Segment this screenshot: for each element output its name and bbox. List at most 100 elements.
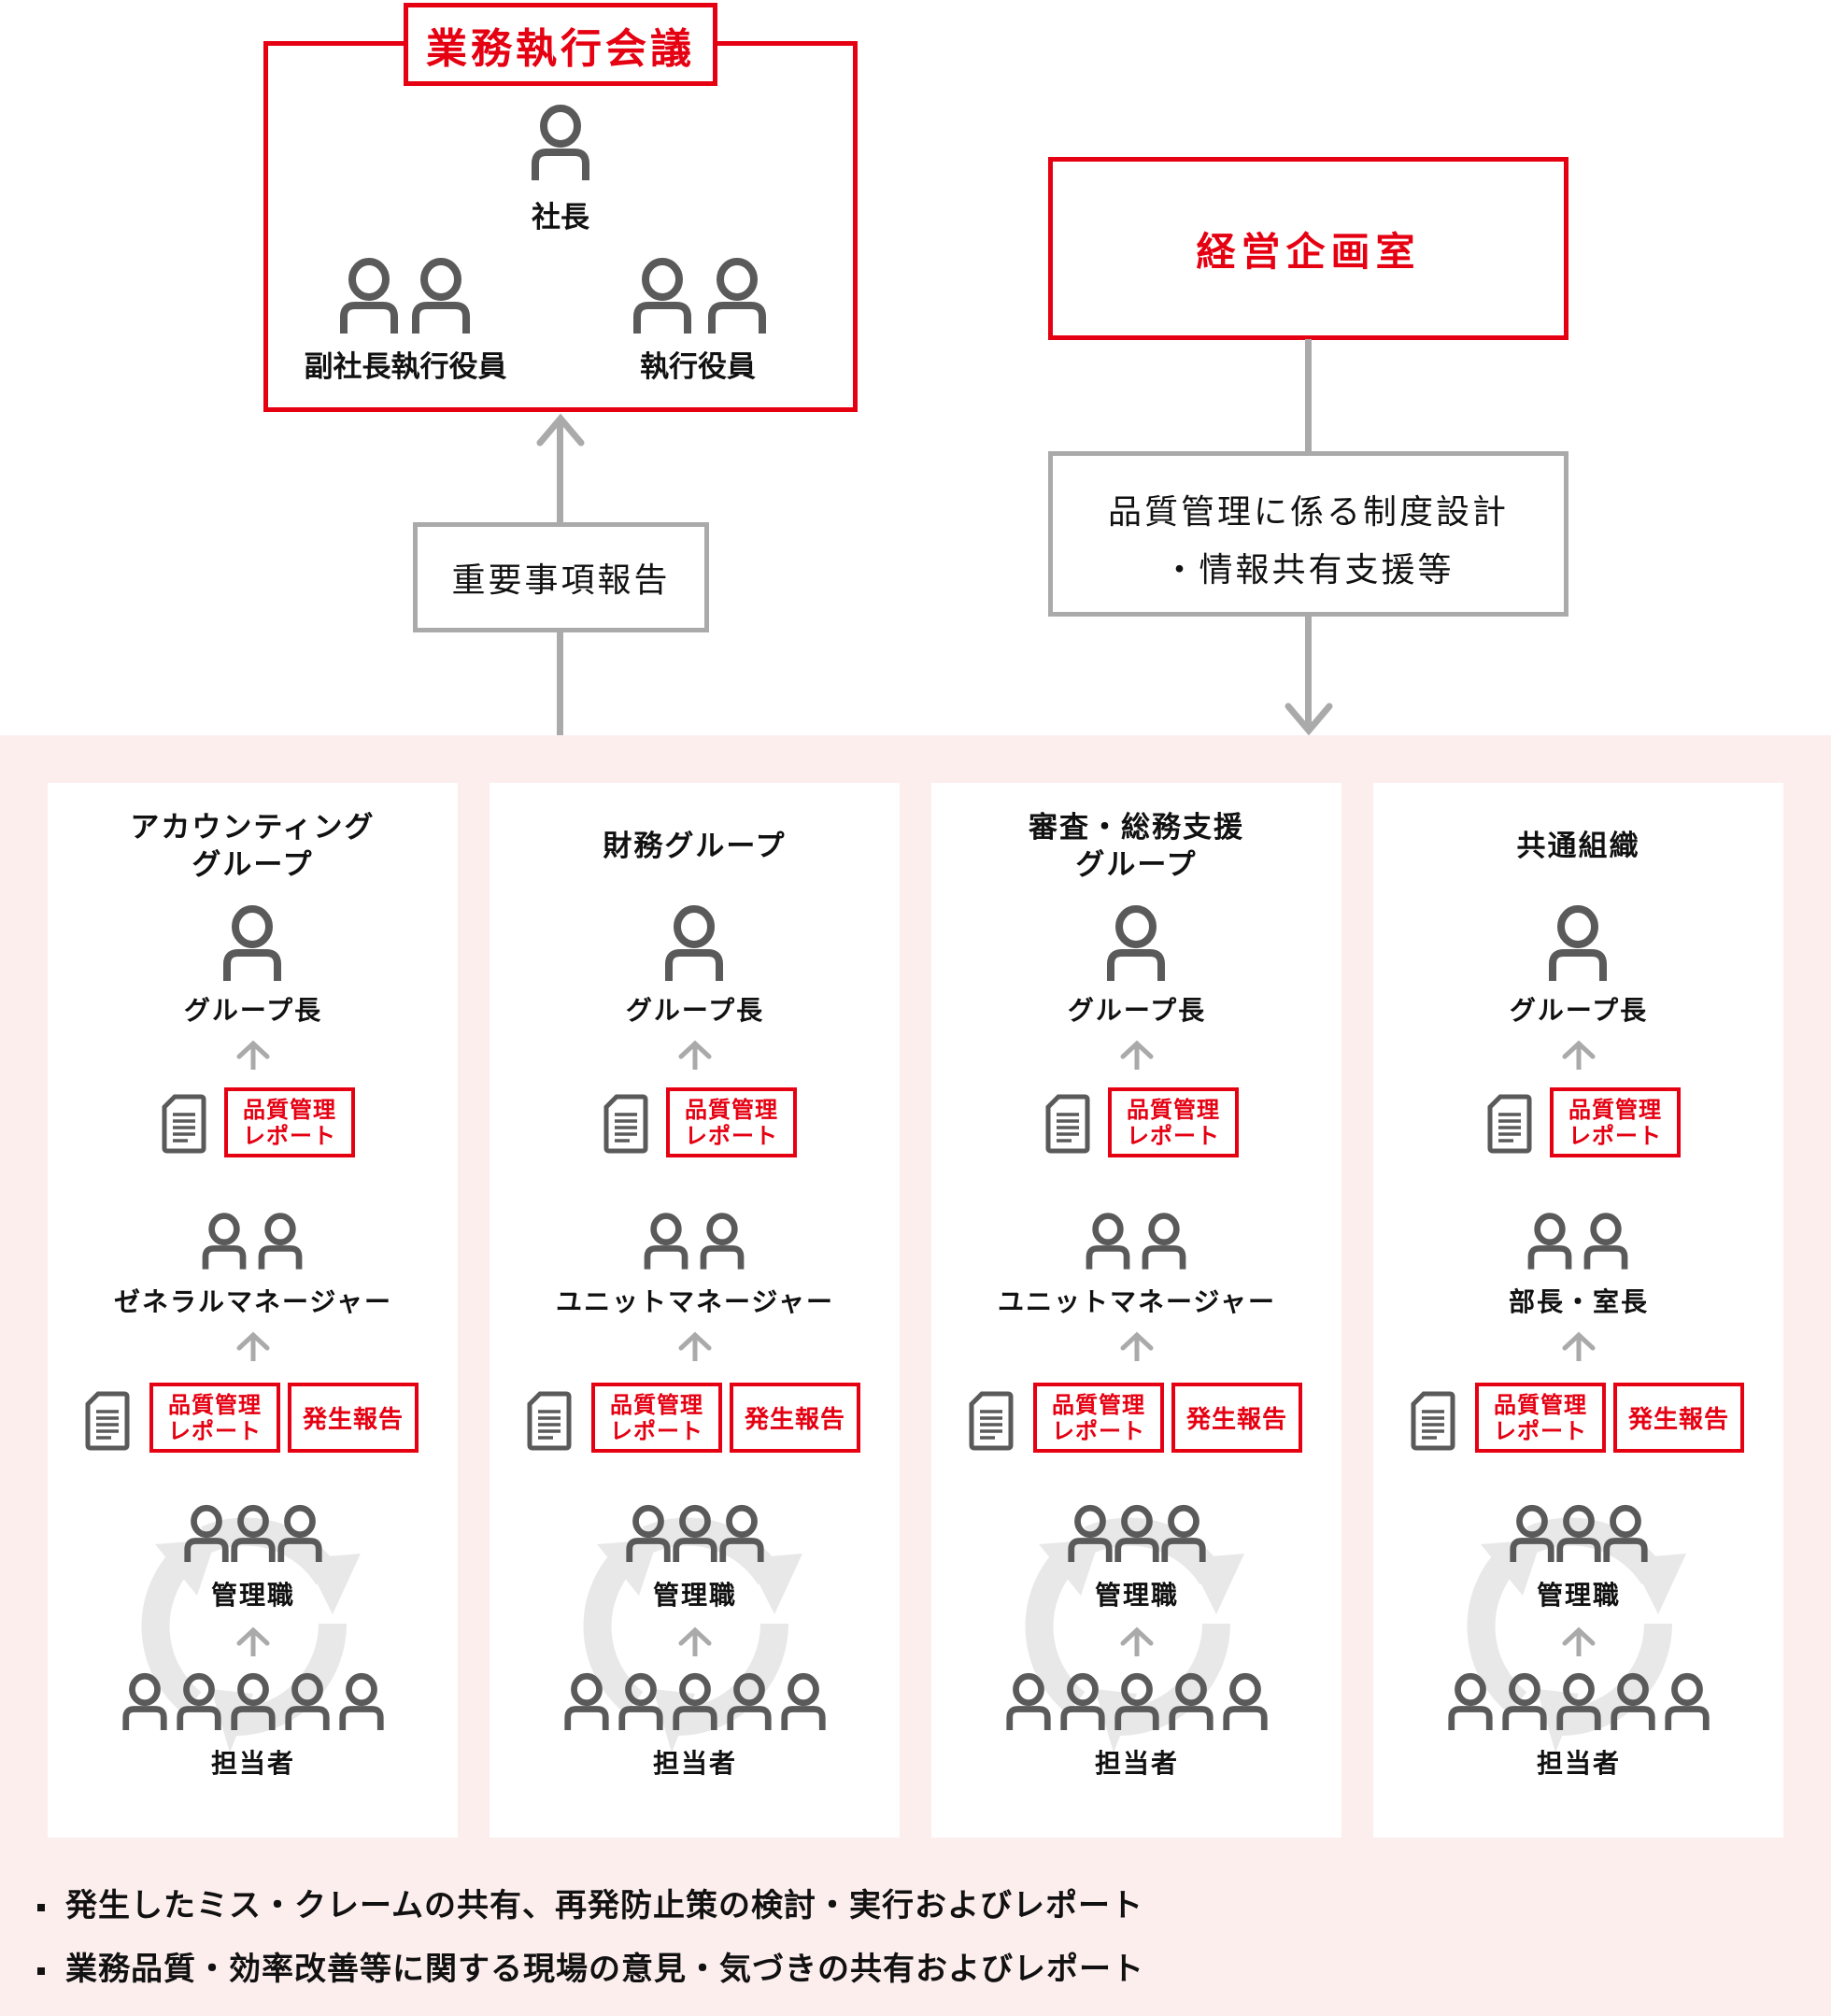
vice-president-label: 副社長執行役員 bbox=[304, 350, 507, 384]
document-icon bbox=[85, 1391, 130, 1451]
quality-report-tag: 品質管理 レポート bbox=[1033, 1383, 1164, 1453]
arrow-up-icon bbox=[1120, 1331, 1154, 1361]
connector-line bbox=[557, 632, 563, 736]
incident-report-tag: 発生報告 bbox=[730, 1383, 860, 1453]
person-icon bbox=[285, 1672, 330, 1730]
incident-report-tag: 発生報告 bbox=[288, 1383, 419, 1453]
managers-label: 管理職 bbox=[210, 1580, 296, 1611]
document-icon bbox=[603, 1094, 648, 1154]
person-icon bbox=[1060, 1672, 1105, 1730]
quality-report-tag: 品質管理 レポート bbox=[1475, 1383, 1606, 1453]
bullet-icon bbox=[37, 1966, 45, 1975]
group-panel-1: アカウンティング グループ グループ長 品質管理 レポート bbox=[48, 783, 458, 1838]
person-icon bbox=[223, 905, 281, 981]
group-title: 財務グループ bbox=[603, 830, 787, 863]
arrow-up-icon bbox=[536, 413, 585, 447]
person-icon bbox=[626, 1504, 671, 1562]
person-icon bbox=[231, 1504, 276, 1562]
person-icon bbox=[1006, 1672, 1051, 1730]
person-icon bbox=[1665, 1672, 1710, 1730]
arrow-up-icon bbox=[236, 1040, 270, 1070]
person-icon bbox=[339, 1672, 384, 1730]
document-icon bbox=[527, 1391, 572, 1451]
note-item: 業務品質・効率改善等に関する現場の意見・気づきの共有およびレポート bbox=[37, 1943, 1144, 1989]
managers-label: 管理職 bbox=[1536, 1580, 1622, 1611]
person-icon bbox=[1114, 1672, 1159, 1730]
person-icon bbox=[1556, 1672, 1601, 1730]
person-icon bbox=[727, 1672, 772, 1730]
person-icon bbox=[1556, 1504, 1601, 1562]
document-icon bbox=[1487, 1094, 1532, 1154]
managers-label: 管理職 bbox=[1094, 1580, 1180, 1611]
person-icon bbox=[1510, 1504, 1554, 1562]
connector-line bbox=[1305, 616, 1312, 728]
arrow-up-icon bbox=[236, 1331, 270, 1361]
executive-meeting-title: 業務執行会議 bbox=[404, 3, 717, 86]
person-icon bbox=[340, 258, 398, 334]
middle-manager-label: ユニットマネージャー bbox=[555, 1286, 835, 1317]
arrow-up-icon bbox=[678, 1331, 712, 1361]
group-head-label: グループ長 bbox=[625, 995, 765, 1026]
important-report-box: 重要事項報告 bbox=[413, 522, 709, 632]
quality-report-tag: 品質管理 レポート bbox=[666, 1087, 797, 1157]
person-icon bbox=[564, 1672, 609, 1730]
person-icon bbox=[719, 1504, 764, 1562]
incident-report-tag: 発生報告 bbox=[1613, 1383, 1744, 1453]
group-panel-2: 財務グループ グループ長 品質管理 レポート bbox=[490, 783, 900, 1838]
person-icon bbox=[1107, 905, 1165, 981]
middle-manager-label: 部長・室長 bbox=[1508, 1286, 1650, 1317]
person-icon bbox=[781, 1672, 826, 1730]
cycle-arrows-icon bbox=[1025, 1517, 1244, 1753]
quality-report-tag: 品質管理 レポート bbox=[224, 1087, 355, 1157]
person-icon bbox=[184, 1504, 229, 1562]
arrow-up-icon bbox=[236, 1626, 270, 1656]
staff-label: 担当者 bbox=[652, 1748, 738, 1779]
staff-label: 担当者 bbox=[210, 1748, 296, 1779]
person-icon bbox=[1611, 1672, 1655, 1730]
person-icon bbox=[1583, 1213, 1628, 1270]
person-icon bbox=[644, 1213, 688, 1270]
staff-label: 担当者 bbox=[1094, 1748, 1180, 1779]
person-icon bbox=[1142, 1213, 1186, 1270]
managers-label: 管理職 bbox=[652, 1580, 738, 1611]
arrow-up-icon bbox=[678, 1040, 712, 1070]
person-icon bbox=[202, 1213, 247, 1270]
group-head-label: グループ長 bbox=[183, 995, 323, 1026]
document-icon bbox=[1045, 1094, 1090, 1154]
planning-office-box: 経営企画室 bbox=[1048, 157, 1568, 340]
document-icon bbox=[969, 1391, 1014, 1451]
group-panel-4: 共通組織 グループ長 品質管理 レポート bbox=[1373, 783, 1783, 1838]
document-icon bbox=[1411, 1391, 1455, 1451]
connector-line bbox=[557, 419, 563, 523]
document-icon bbox=[162, 1094, 206, 1154]
person-icon bbox=[633, 258, 691, 334]
president-label: 社長 bbox=[532, 201, 589, 234]
arrow-down-icon bbox=[1285, 703, 1333, 736]
arrow-up-icon bbox=[1562, 1040, 1596, 1070]
middle-manager-label: ゼネラルマネージャー bbox=[113, 1286, 393, 1317]
person-icon bbox=[708, 258, 766, 334]
person-icon bbox=[1086, 1213, 1130, 1270]
person-icon bbox=[258, 1213, 303, 1270]
group-title: アカウンティング グループ bbox=[130, 811, 376, 882]
person-icon bbox=[1114, 1504, 1159, 1562]
person-icon bbox=[700, 1213, 745, 1270]
connector-line bbox=[1305, 339, 1312, 452]
group-head-label: グループ長 bbox=[1067, 995, 1207, 1026]
person-icon bbox=[1161, 1504, 1206, 1562]
arrow-up-icon bbox=[1562, 1331, 1596, 1361]
person-icon bbox=[618, 1672, 663, 1730]
arrow-up-icon bbox=[1120, 1040, 1154, 1070]
person-icon bbox=[665, 905, 723, 981]
person-icon bbox=[1448, 1672, 1493, 1730]
cycle-arrows-icon bbox=[1467, 1517, 1686, 1753]
group-title: 共通組織 bbox=[1516, 830, 1640, 863]
incident-report-tag: 発生報告 bbox=[1171, 1383, 1302, 1453]
person-icon bbox=[177, 1672, 221, 1730]
quality-report-tag: 品質管理 レポート bbox=[591, 1383, 722, 1453]
person-icon bbox=[1502, 1672, 1547, 1730]
executive-officer-label: 執行役員 bbox=[640, 350, 756, 384]
arrow-up-icon bbox=[1562, 1626, 1596, 1656]
staff-label: 担当者 bbox=[1536, 1748, 1622, 1779]
note-item: 発生したミス・クレームの共有、再発防止策の検討・実行およびレポート bbox=[37, 1880, 1143, 1925]
